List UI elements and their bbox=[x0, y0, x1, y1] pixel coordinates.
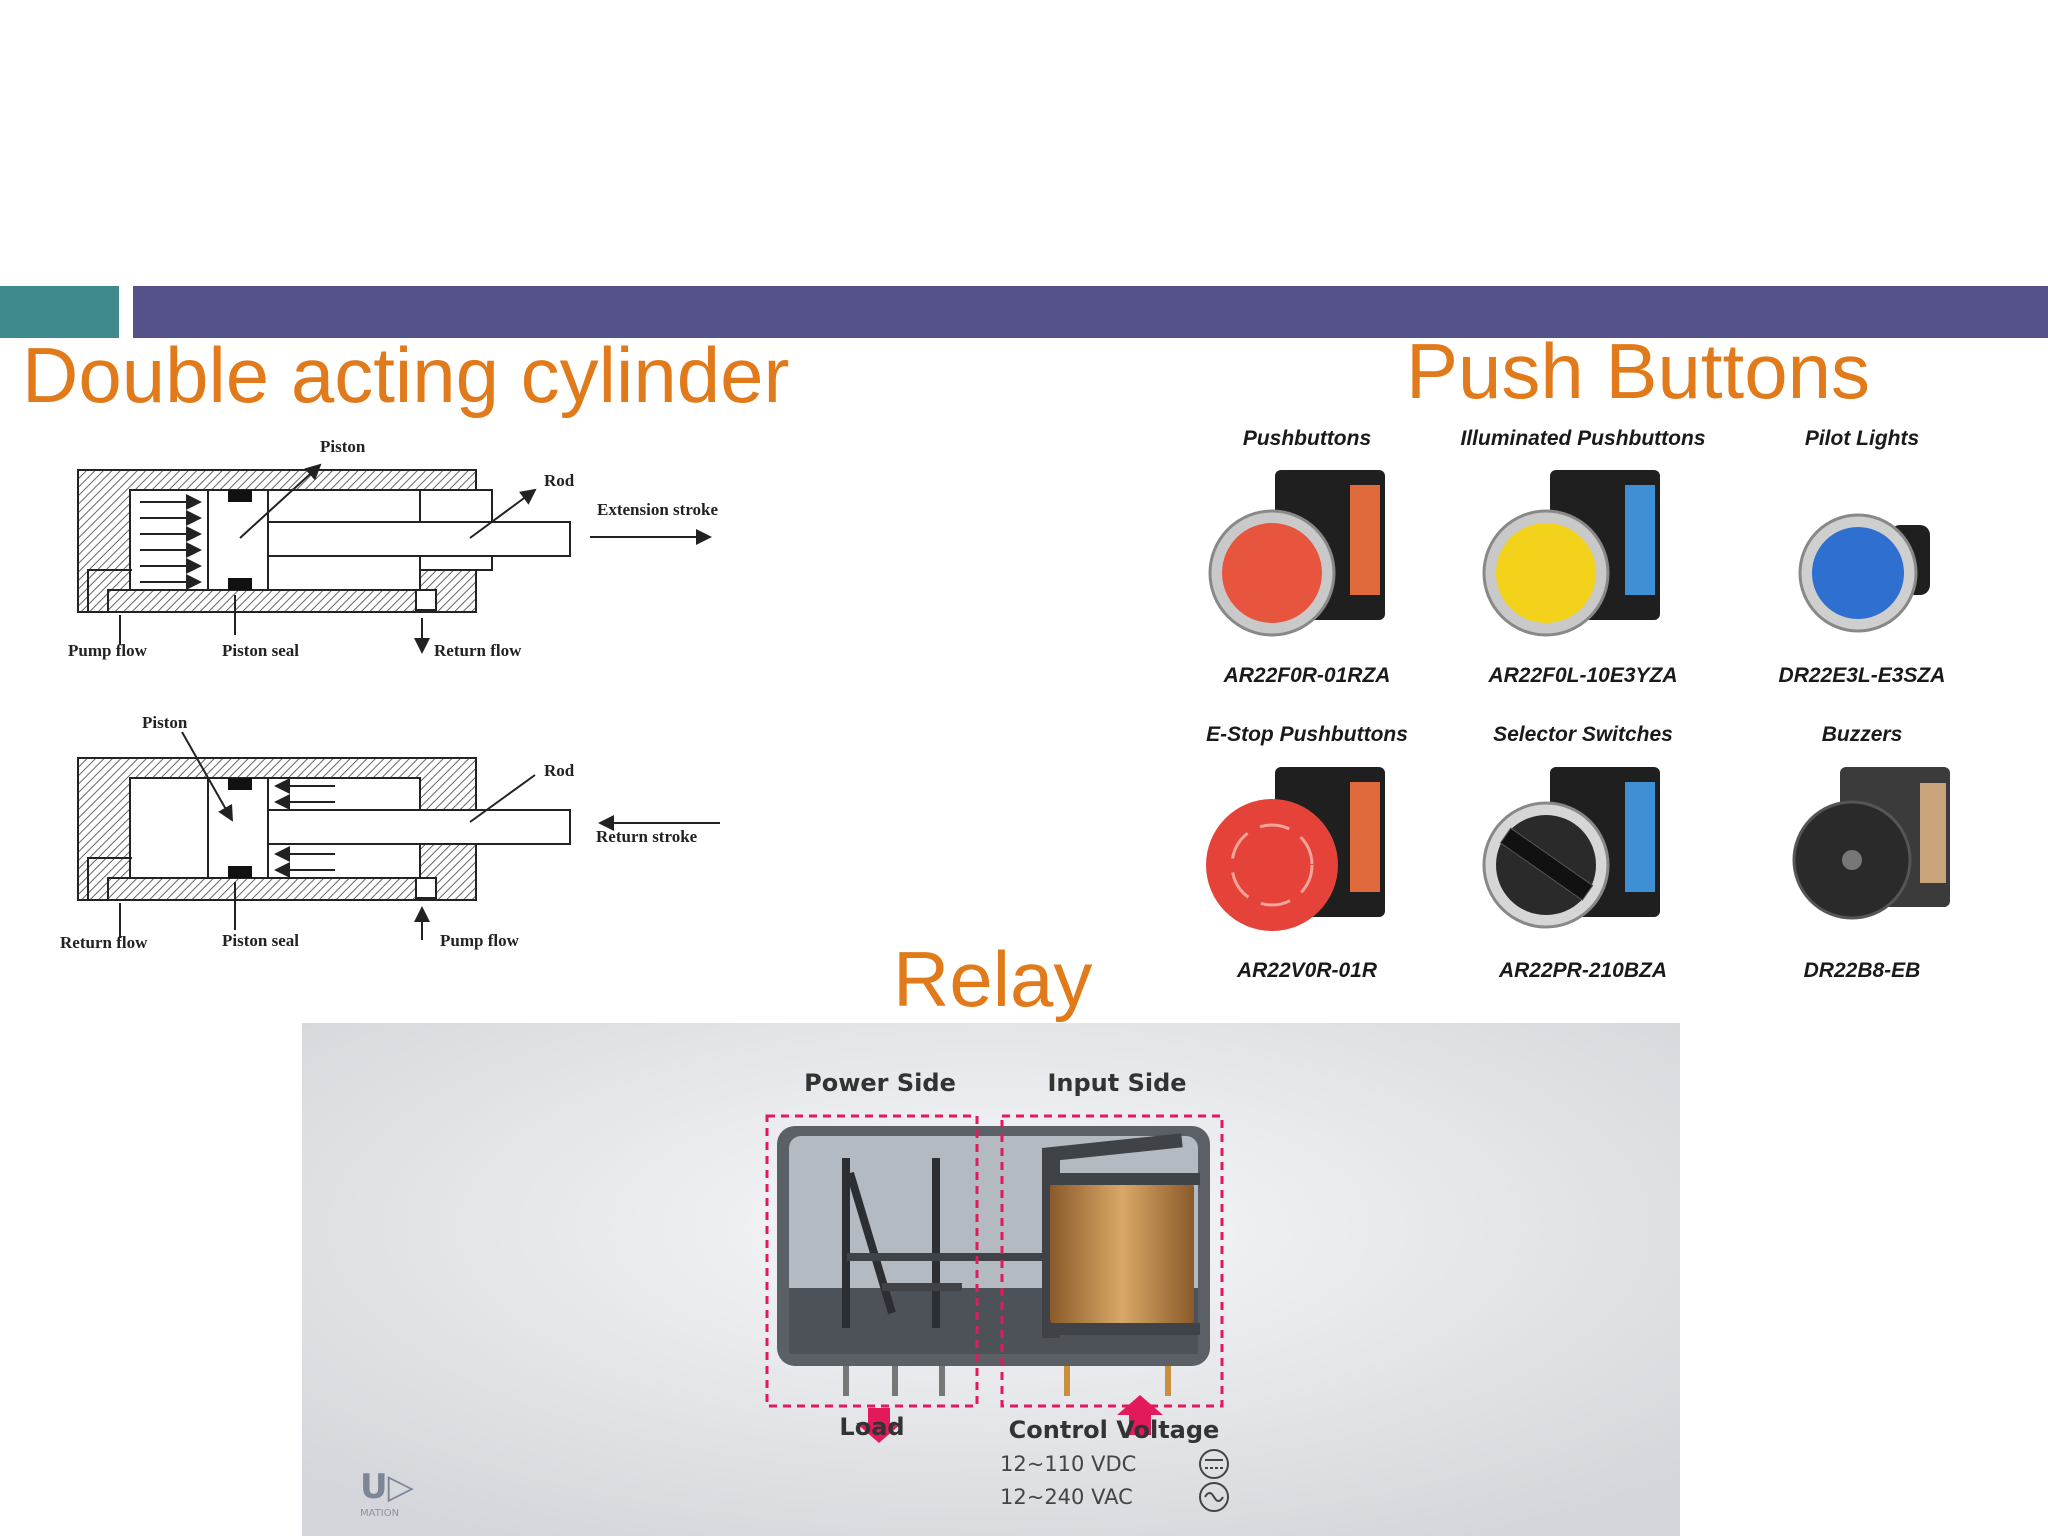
label-piston-bottom: Piston bbox=[142, 713, 188, 732]
product-image-pilot-light-blue bbox=[1798, 513, 1930, 633]
product-model-4: AR22V0R-01R bbox=[1236, 959, 1378, 982]
heading-push-buttons: Push Buttons bbox=[1406, 327, 1870, 415]
header-bar-accent bbox=[0, 286, 119, 338]
label-extension-stroke: Extension stroke bbox=[597, 500, 719, 519]
push-buttons-grid: Pushbuttons Illuminated Pushbuttons Pilo… bbox=[1206, 427, 1950, 982]
product-category-buzzers: Buzzers bbox=[1822, 723, 1903, 746]
product-image-pushbutton-red bbox=[1208, 470, 1385, 637]
product-category-pilot-lights: Pilot Lights bbox=[1805, 427, 1919, 450]
product-category-selector: Selector Switches bbox=[1493, 723, 1673, 746]
label-return-flow-bottom: Return flow bbox=[60, 933, 148, 952]
product-model-1: AR22F0R-01RZA bbox=[1223, 664, 1391, 687]
relay-body bbox=[777, 1126, 1210, 1396]
product-category-estop: E-Stop Pushbuttons bbox=[1206, 723, 1408, 746]
label-input-side: Input Side bbox=[1047, 1069, 1186, 1097]
label-piston-seal: Piston seal bbox=[222, 641, 299, 660]
label-pump-flow-bottom: Pump flow bbox=[440, 931, 520, 950]
product-image-selector-switch bbox=[1482, 767, 1660, 929]
label-return-flow: Return flow bbox=[434, 641, 522, 660]
product-model-5: AR22PR-210BZA bbox=[1498, 959, 1667, 982]
product-model-2: AR22F0L-10E3YZA bbox=[1487, 664, 1677, 687]
label-piston: Piston bbox=[320, 437, 366, 456]
power-side-region bbox=[765, 1114, 979, 1408]
label-load: Load bbox=[839, 1413, 904, 1441]
label-rod: Rod bbox=[544, 471, 575, 490]
label-rod-bottom: Rod bbox=[544, 761, 575, 780]
label-return-stroke: Return stroke bbox=[596, 827, 698, 846]
product-image-buzzer bbox=[1792, 767, 1950, 920]
heading-relay: Relay bbox=[893, 935, 1093, 1023]
load-arrow-icon bbox=[856, 1408, 902, 1443]
control-voltage-arrow-icon bbox=[1117, 1395, 1163, 1435]
input-side-region bbox=[1000, 1114, 1224, 1408]
label-pump-flow: Pump flow bbox=[68, 641, 148, 660]
label-vdc: 12~110 VDC bbox=[1000, 1452, 1136, 1476]
product-category-illuminated: Illuminated Pushbuttons bbox=[1461, 427, 1706, 450]
cylinder-extension: Piston Rod Extension stroke Pump flow Pi… bbox=[68, 437, 719, 660]
label-power-side: Power Side bbox=[804, 1069, 956, 1097]
heading-double-acting-cylinder: Double acting cylinder bbox=[22, 331, 790, 419]
ac-symbol-icon bbox=[1199, 1482, 1229, 1512]
label-control-voltage: Control Voltage bbox=[1009, 1416, 1220, 1444]
product-category-pushbuttons: Pushbuttons bbox=[1243, 427, 1371, 450]
svg-text:U▷: U▷ bbox=[360, 1467, 415, 1507]
cylinder-diagram: Piston Rod Extension stroke Pump flow Pi… bbox=[60, 437, 720, 952]
product-image-estop-red bbox=[1206, 767, 1385, 931]
label-vac: 12~240 VAC bbox=[1000, 1485, 1133, 1509]
label-piston-seal-bottom: Piston seal bbox=[222, 931, 299, 950]
svg-text:MATION: MATION bbox=[360, 1508, 399, 1519]
product-image-illuminated-yellow bbox=[1482, 470, 1660, 637]
product-model-6: DR22B8-EB bbox=[1804, 959, 1921, 982]
header-bar bbox=[133, 286, 2048, 338]
cylinder-return: Piston Rod Return stroke Return flow Pis… bbox=[60, 713, 720, 952]
dc-symbol-icon bbox=[1199, 1449, 1229, 1479]
logo: U▷ MATION bbox=[360, 1467, 415, 1519]
relay-diagram: Power Side Input Side Load Control Volta… bbox=[302, 1023, 1680, 1536]
product-model-3: DR22E3L-E3SZA bbox=[1779, 664, 1946, 687]
